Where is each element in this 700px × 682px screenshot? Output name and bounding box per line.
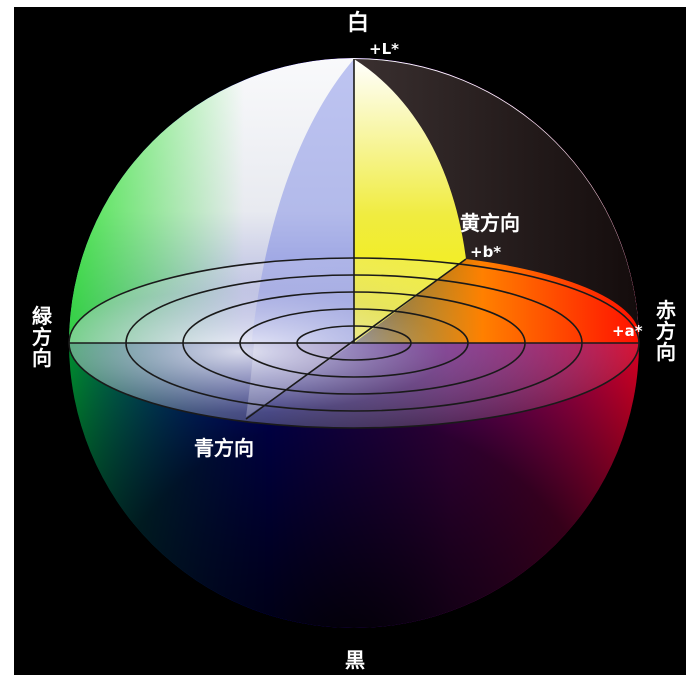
blue-direction-label: 青方向 bbox=[194, 436, 254, 460]
b-axis-line bbox=[245, 258, 467, 420]
black-pole-label: 黒 bbox=[345, 648, 365, 672]
color-sphere-frame: 白 +L* 黄方向 +b* +a* 赤方向 緑方向 青方向 黒 bbox=[14, 7, 686, 675]
yellow-direction-label: 黄方向 bbox=[460, 211, 520, 235]
plus-b-axis-label: +b* bbox=[470, 243, 502, 261]
green-direction-label: 緑方向 bbox=[32, 304, 52, 370]
plus-a-axis-label: +a* bbox=[612, 322, 643, 340]
red-direction-label: 赤方向 bbox=[656, 298, 676, 364]
lab-color-sphere-diagram bbox=[68, 58, 640, 628]
plus-l-axis-label: +L* bbox=[369, 40, 399, 58]
white-pole-label: 白 bbox=[347, 11, 370, 36]
